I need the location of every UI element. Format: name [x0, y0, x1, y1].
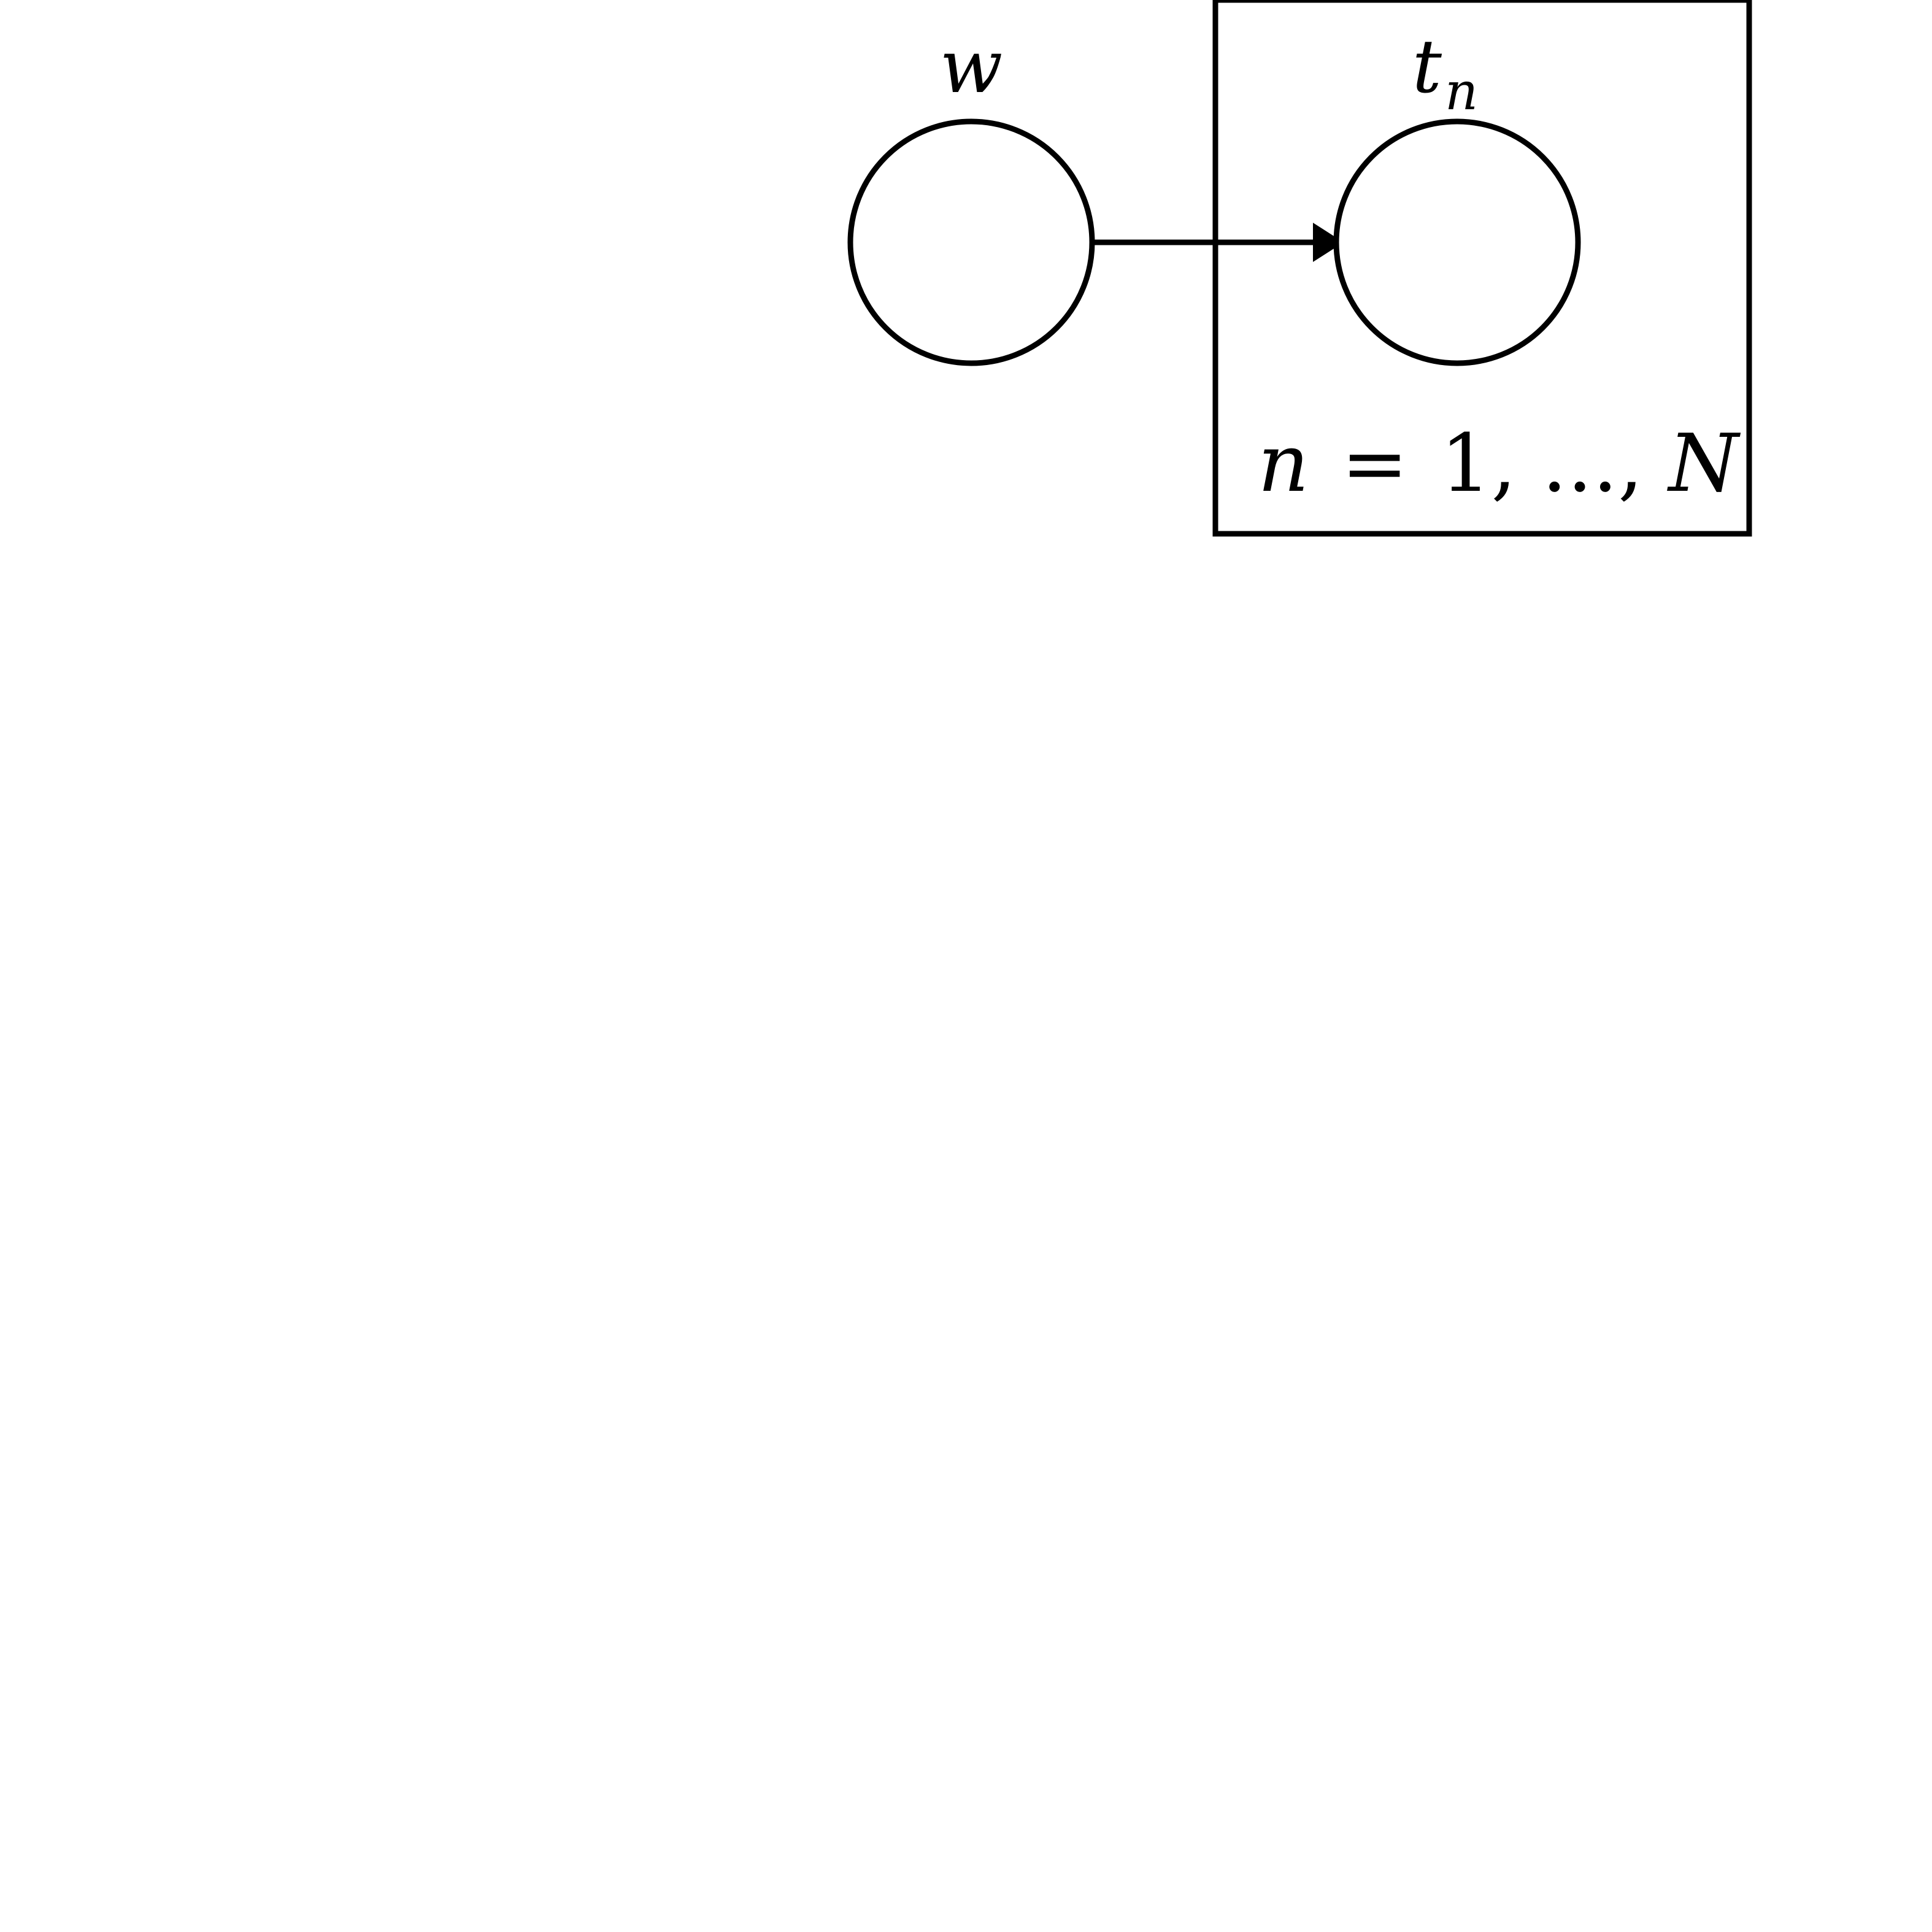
node-tn	[1333, 118, 1581, 366]
label-tn-subscript: n	[1445, 61, 1478, 121]
plate-box	[1212, 0, 1752, 537]
edge-arrowhead	[1313, 223, 1344, 262]
label-tn: t	[1412, 25, 1442, 110]
plate-label-var: n	[1258, 417, 1309, 510]
node-w	[847, 118, 1095, 366]
plate-label-range: 1, ...,	[1441, 417, 1669, 510]
label-w: w	[940, 25, 1003, 110]
plate-label-upper: N	[1667, 417, 1741, 510]
plate-label: n = 1, ..., N	[1258, 417, 1741, 510]
plate-label-eq: =	[1341, 417, 1408, 510]
